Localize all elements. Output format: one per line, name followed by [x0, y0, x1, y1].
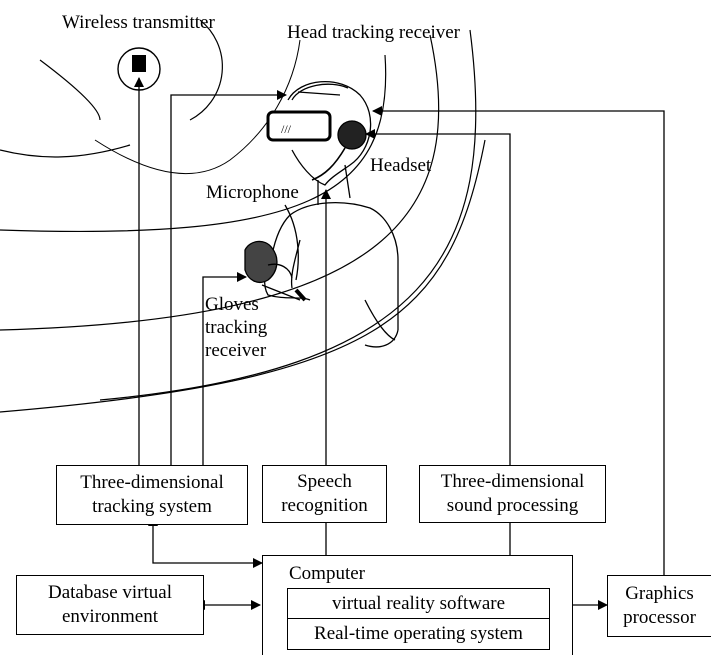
- tracking-system-line-1: Three-dimensional: [80, 472, 224, 494]
- radiation-arc-3: [0, 54, 387, 233]
- graphics-processor-line-1: Graphics: [625, 583, 694, 605]
- gloves-label-line-3: receiver: [205, 339, 267, 361]
- speech-recognition-line-1: Speech: [297, 471, 352, 493]
- sound-processing-line-2: sound processing: [446, 495, 579, 516]
- headset-icon: [337, 120, 367, 150]
- radiation-arc-6: [0, 139, 486, 413]
- radiation-arc-1: [189, 19, 223, 121]
- line-graphics-to-hmd: [372, 106, 665, 575]
- radiation-arc-7: [39, 59, 101, 121]
- svg-text:///: ///: [281, 122, 292, 136]
- speech-recognition-line-2: recognition: [281, 495, 368, 516]
- database-virtual-environment-box: Database virtual environment: [16, 575, 204, 635]
- computer-label: Computer: [289, 563, 365, 584]
- radiation-arcs: [0, 19, 486, 413]
- graphics-processor-line-2: processor: [623, 607, 696, 628]
- head-tracking-receiver-label: Head tracking receiver: [287, 22, 461, 43]
- tracking-system-box: Three-dimensional tracking system: [56, 465, 248, 525]
- person-illustration: ///: [244, 81, 399, 348]
- database-line-1: Database virtual: [48, 582, 172, 604]
- line-tracking-to-gloves-receiver: [202, 272, 247, 465]
- rtos-box: Real-time operating system: [287, 619, 550, 650]
- torso-outline: [289, 202, 399, 330]
- hmd-goggles-icon: [266, 110, 332, 142]
- database-line-2: environment: [61, 606, 159, 627]
- line-sound-to-headset: [365, 129, 511, 465]
- line-tracking-computer: [148, 516, 263, 568]
- microphone-label: Microphone: [206, 182, 299, 203]
- wireless-transmitter-label: Wireless transmitter: [62, 12, 215, 33]
- gloves-label-line-2: tracking: [205, 316, 268, 338]
- speech-recognition-box: Speech recognition: [262, 465, 387, 523]
- computer-box: Computer virtual reality software Real-t…: [262, 555, 573, 655]
- headset-label: Headset: [370, 155, 432, 176]
- sound-processing-box: Three-dimensional sound processing: [419, 465, 606, 523]
- head-outline: [287, 81, 372, 186]
- graphics-processor-box: Graphics processor: [607, 575, 711, 637]
- radiation-arc-2: [94, 39, 301, 175]
- tracking-system-line-2: tracking system: [92, 496, 212, 517]
- sound-processing-line-1: Three-dimensional: [440, 471, 585, 493]
- gloves-label-line-1: Gloves: [205, 294, 259, 315]
- gloves-icon: [244, 240, 278, 284]
- gloves-tracking-receiver-label: Gloves tracking receiver: [205, 294, 295, 362]
- radiation-arc-8: [0, 144, 131, 158]
- radiation-arc-4: [0, 34, 440, 331]
- line-tracking-to-head-receiver: [170, 90, 287, 465]
- vr-software-box: virtual reality software: [287, 588, 550, 619]
- radiation-arc-5: [99, 29, 477, 401]
